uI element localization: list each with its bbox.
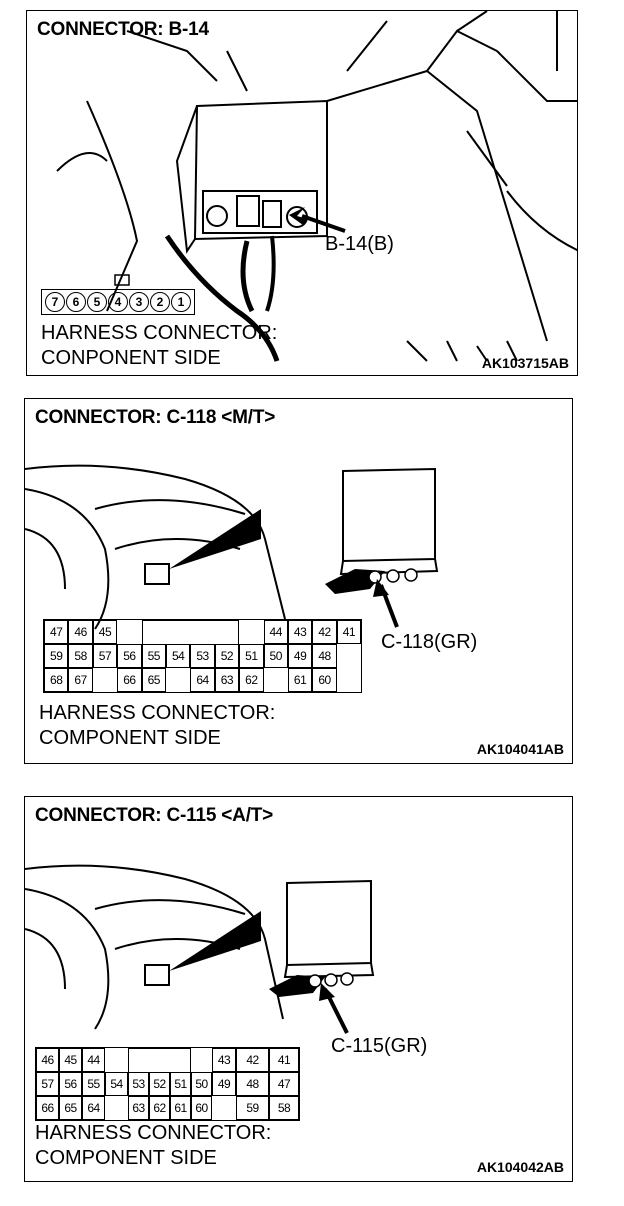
pin: 45 (92, 620, 118, 644)
pin: 41 (336, 620, 362, 644)
pin: 52 (149, 1072, 170, 1096)
pin: 67 (68, 668, 93, 692)
pin: 59 (44, 644, 69, 668)
pin-gap (264, 668, 288, 692)
connector-title: CONNECTOR: C-118 <M/T> (35, 407, 276, 428)
pin: 50 (263, 644, 288, 668)
pin-grid: 46 45 44 43 42 41 57 56 55 54 53 52 51 5… (35, 1047, 300, 1121)
pin-gap (105, 1096, 128, 1120)
harness-connector-label: HARNESS CONNECTOR: (41, 322, 278, 344)
pin: 45 (59, 1048, 82, 1072)
pin: 63 (128, 1096, 149, 1120)
connector-c115-panel: CONNECTOR: C-115 <A/T> 46 45 44 43 42 41… (24, 796, 573, 1182)
harness-connector-label: HARNESS CONNECTOR: (35, 1122, 272, 1144)
pin: 53 (190, 644, 215, 668)
pin: 65 (141, 668, 166, 692)
pin-gap (105, 1048, 128, 1072)
pin: 54 (165, 644, 191, 668)
pin: 65 (59, 1096, 82, 1120)
connector-b14-panel: CONNECTOR: B-14 B-14(B) 7 6 5 4 3 2 1 HA… (26, 10, 578, 376)
pin: 62 (239, 668, 264, 692)
pin-gap (337, 668, 361, 692)
pin-gap (212, 1096, 236, 1120)
connector-title: CONNECTOR: B-14 (37, 19, 209, 40)
pin-gap (166, 668, 190, 692)
pin: 46 (68, 620, 93, 644)
connector-title: CONNECTOR: C-115 <A/T> (35, 805, 274, 826)
pin: 44 (263, 620, 288, 644)
pin: 64 (190, 668, 215, 692)
pin: 57 (36, 1072, 59, 1096)
pin: 63 (214, 668, 240, 692)
pin: 61 (287, 668, 313, 692)
figure-code: AK104042AB (476, 1159, 564, 1175)
pin: 42 (236, 1048, 269, 1072)
pin: 43 (287, 620, 313, 644)
pin: 5 (87, 292, 107, 312)
pin: 4 (108, 292, 128, 312)
component-side-label: COMPONENT SIDE (39, 727, 221, 749)
pin: 56 (59, 1072, 82, 1096)
pin: 44 (82, 1048, 105, 1072)
pin: 60 (312, 668, 337, 692)
pin: 49 (287, 644, 313, 668)
pin: 41 (269, 1048, 299, 1072)
pin: 47 (269, 1072, 299, 1096)
pin: 58 (68, 644, 93, 668)
pin: 64 (82, 1096, 105, 1120)
pin: 59 (236, 1096, 269, 1120)
pin: 55 (82, 1072, 105, 1096)
pin: 2 (150, 292, 170, 312)
pin: 58 (269, 1096, 299, 1120)
pin: 52 (214, 644, 240, 668)
pin: 43 (212, 1048, 236, 1072)
connector-callout: C-115(GR) (331, 1035, 428, 1057)
pin: 46 (36, 1048, 59, 1072)
pin: 54 (105, 1072, 128, 1096)
pin: 7 (45, 292, 65, 312)
pin-gap (191, 1048, 212, 1072)
round-pin-row: 7 6 5 4 3 2 1 (41, 289, 195, 315)
pin: 68 (44, 668, 69, 692)
figure-code: AK104041AB (476, 741, 564, 757)
connector-callout: C-118(GR) (381, 631, 478, 653)
pin: 66 (36, 1096, 59, 1120)
pin: 6 (66, 292, 86, 312)
engine-bay-illustration (56, 11, 577, 362)
pin: 51 (239, 644, 264, 668)
component-side-label: CONPONENT SIDE (41, 347, 221, 369)
pin: 3 (129, 292, 149, 312)
pin: 61 (170, 1096, 191, 1120)
dashboard-illustration (25, 864, 375, 1034)
figure-code: AK103715AB (481, 355, 569, 371)
pin: 49 (212, 1072, 236, 1096)
pin: 60 (191, 1096, 212, 1120)
pin-gap (117, 620, 141, 644)
pin: 55 (141, 644, 166, 668)
pin: 1 (171, 292, 191, 312)
pin: 66 (117, 668, 142, 692)
pin: 48 (236, 1072, 269, 1096)
pin: 56 (117, 644, 142, 668)
connector-c118-panel: CONNECTOR: C-118 <M/T> 47 46 45 44 43 42… (24, 398, 573, 764)
pin-blank (141, 620, 240, 644)
pin-gap (93, 668, 117, 692)
pin-gap (337, 644, 361, 668)
pin: 62 (149, 1096, 170, 1120)
pin: 57 (92, 644, 118, 668)
pin: 42 (312, 620, 337, 644)
pin-blank (128, 1048, 191, 1072)
pin: 53 (128, 1072, 149, 1096)
pin: 47 (44, 620, 69, 644)
pin: 51 (170, 1072, 191, 1096)
component-side-label: COMPONENT SIDE (35, 1147, 217, 1169)
harness-connector-label: HARNESS CONNECTOR: (39, 702, 276, 724)
connector-callout: B-14(B) (325, 233, 394, 255)
dashboard-illustration (25, 464, 439, 630)
pin: 48 (312, 644, 337, 668)
pin: 50 (191, 1072, 212, 1096)
pin-grid: 47 46 45 44 43 42 41 59 58 57 56 55 54 5… (43, 619, 363, 693)
pin-gap (239, 620, 263, 644)
